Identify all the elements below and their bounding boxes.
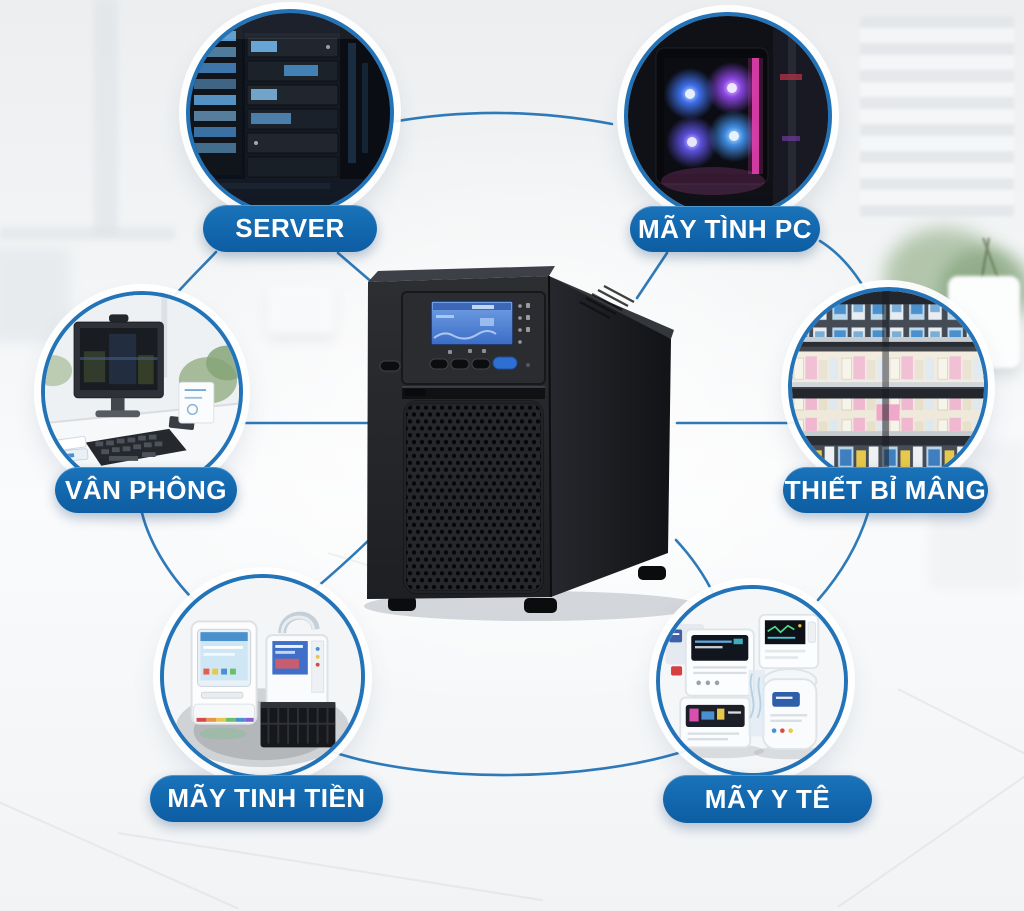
infusion-monitor [684,628,755,697]
red-button [671,666,683,676]
pc-photo-circle [624,12,832,220]
node-label: THIẾT BỈ MÂNG [784,474,987,505]
medical-devices-image [660,589,844,773]
gaming-pc-image [628,16,828,216]
server-photo-circle [186,9,394,217]
ups-device [364,266,697,621]
label-pill-pc: MÃY TÌNH PC [630,206,820,252]
patient-monitor [758,613,820,670]
label-pill-medical: MÃY Y TÊ [663,775,872,823]
medical-photo-circle [656,585,848,777]
rainbow-stripe [196,717,254,722]
connector-office-pos [140,511,202,608]
network-photo-circle [788,287,988,487]
pos-terminal-left [190,620,258,740]
server-racks-image [190,13,390,213]
connector-network-medical [816,511,870,602]
cash-registers-image [164,578,361,775]
network-shelves-image [792,291,984,483]
paper-rack [178,381,215,424]
node-label: MÃY TÌNH PC [637,213,813,244]
node-label: SERVER [235,213,345,243]
black-crate [260,702,336,748]
connector-server-office [168,250,218,303]
ups-power-button [492,356,518,370]
connector-pos-medical [331,748,690,777]
node-label: MÃY Y TÊ [704,783,831,814]
analyzer-device [679,696,752,749]
pos-photo-circle [160,574,365,779]
label-pill-server: SERVER [203,205,377,252]
rack-front [245,33,340,181]
node-label: VÂN PHÔNG [65,474,227,505]
connector-server-pc [390,111,614,126]
node-label: MÃY TINH TIỀN [167,783,366,813]
webcam [109,314,129,323]
label-pill-network: THIẾT BỈ MÂNG [783,467,988,513]
small-blue-badge [669,629,683,643]
ups-handle-notch [404,389,426,396]
pos-terminal-right [265,634,329,711]
connector-pc-network [818,239,868,293]
ups-foot [638,566,666,580]
tubes [748,669,765,737]
office-photo-circle [41,291,243,493]
office-desk-image [45,295,239,489]
ups-foot [524,598,557,613]
label-pill-office: VÂN PHÔNG [55,467,237,513]
ups-grille [404,401,543,593]
dialysis-machine [762,668,818,750]
label-pill-pos: MÃY TINH TIỀN [150,775,383,822]
